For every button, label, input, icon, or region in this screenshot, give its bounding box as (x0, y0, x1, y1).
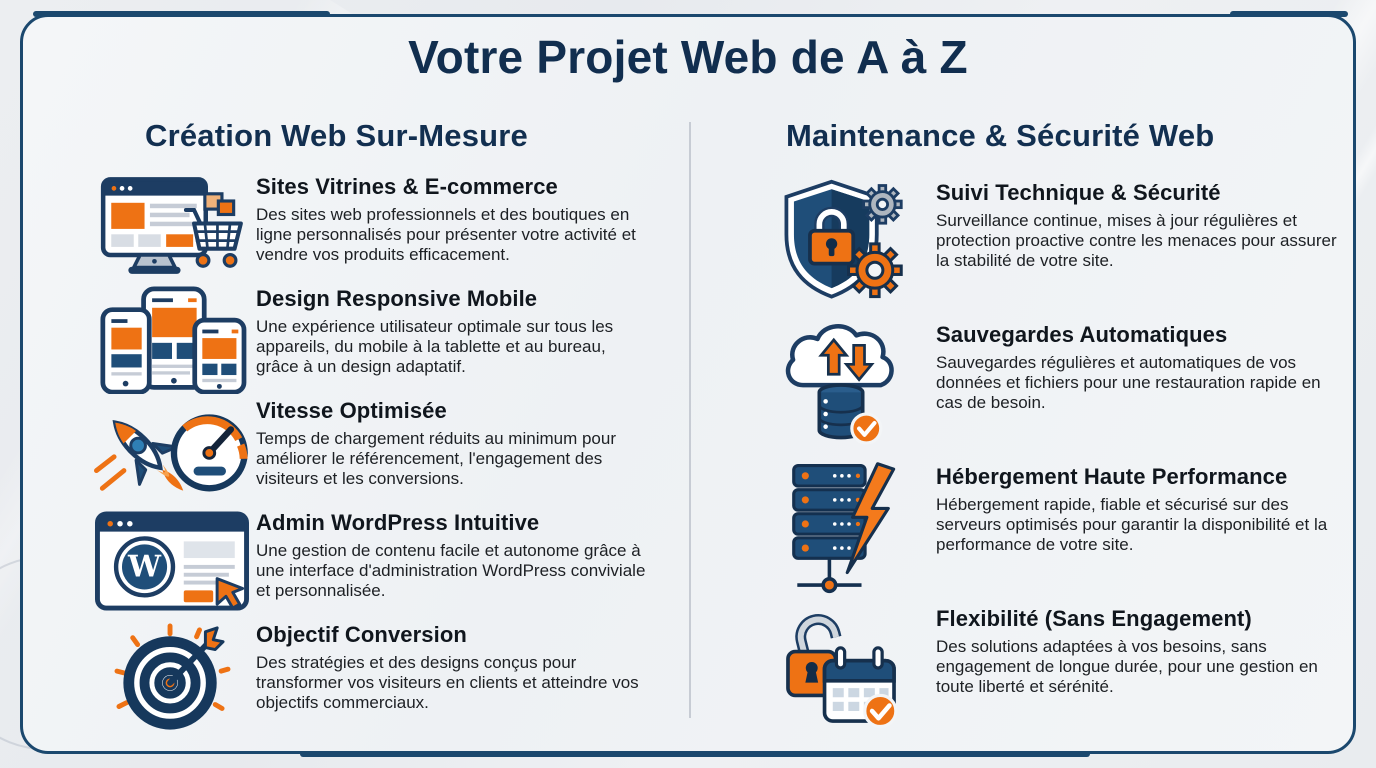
list-item: Vitesse Optimisée Temps de chargement ré… (88, 396, 674, 508)
responsive-devices-icon (88, 284, 256, 394)
item-list: Sites Vitrines & E-commerce Des sites we… (88, 172, 674, 732)
item-title: Hébergement Haute Performance (936, 464, 1288, 489)
cloud-backup-icon (770, 314, 912, 452)
wordpress-admin-icon: W (88, 508, 256, 612)
border-accent-bottom (300, 751, 1090, 757)
item-title: Sauvegardes Automatiques (936, 322, 1228, 347)
item-title: Flexibilité (Sans Engagement) (936, 606, 1252, 631)
list-item: Suivi Technique & Sécurité Surveillance … (770, 172, 1356, 314)
svg-text:W: W (127, 549, 162, 584)
item-title: Admin WordPress Intuitive (256, 510, 540, 535)
item-title: Suivi Technique & Sécurité (936, 180, 1221, 205)
column-heading: Création Web Sur-Mesure (145, 118, 528, 153)
item-description: Sauvegardes régulières et automatiques d… (936, 353, 1321, 412)
lock-calendar-icon (770, 598, 912, 732)
item-title: Objectif Conversion (256, 622, 467, 647)
item-title: Sites Vitrines & E-commerce (256, 174, 558, 199)
page-title: Votre Projet Web de A à Z (408, 31, 968, 83)
target-arrow-icon (88, 620, 256, 734)
item-description: Des solutions adaptées à vos besoins, sa… (936, 637, 1318, 696)
item-description: Hébergement rapide, fiable et sécurisé s… (936, 495, 1328, 554)
item-description: Une expérience utilisateur optimale sur … (256, 317, 614, 376)
list-item: W Admin WordPress Intuitive Une gestion … (88, 508, 674, 620)
rocket-speedometer-icon (88, 396, 256, 502)
list-item: Design Responsive Mobile Une expérience … (88, 284, 674, 396)
item-description: Des sites web professionnels et des bout… (256, 205, 636, 264)
item-title: Vitesse Optimisée (256, 398, 447, 423)
list-item: Sauvegardes Automatiques Sauvegardes rég… (770, 314, 1356, 456)
column-heading: Maintenance & Sécurité Web (786, 118, 1215, 153)
server-lightning-icon (770, 456, 912, 594)
item-title: Design Responsive Mobile (256, 286, 538, 311)
shield-lock-gears-icon (770, 172, 912, 306)
item-description: Des stratégies et des designs conçus pou… (256, 653, 639, 712)
column-maintenance: Maintenance & Sécurité Web (770, 118, 1356, 740)
item-list: Suivi Technique & Sécurité Surveillance … (770, 172, 1356, 740)
border-accent-top-left (33, 11, 330, 17)
list-item: Sites Vitrines & E-commerce Des sites we… (88, 172, 674, 284)
monitor-cart-icon (88, 172, 256, 282)
list-item: Flexibilité (Sans Engagement) Des soluti… (770, 598, 1356, 740)
list-item: Objectif Conversion Des stratégies et de… (88, 620, 674, 732)
column-divider (689, 122, 691, 718)
item-description: Une gestion de contenu facile et autonom… (256, 541, 646, 600)
item-description: Surveillance continue, mises à jour régu… (936, 211, 1337, 270)
item-description: Temps de chargement réduits au minimum p… (256, 429, 616, 488)
list-item: Hébergement Haute Performance Hébergemen… (770, 456, 1356, 598)
border-accent-top-right (1230, 11, 1348, 17)
column-creation-web: Création Web Sur-Mesure (88, 118, 674, 732)
